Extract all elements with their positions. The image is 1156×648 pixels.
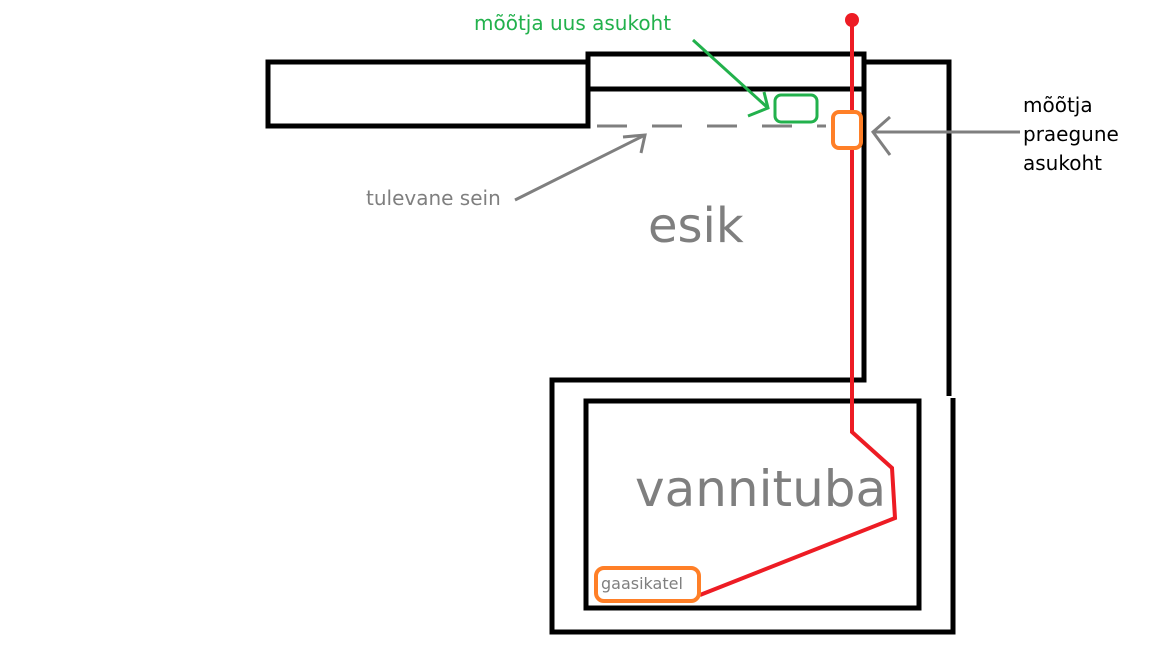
left-room-wall	[265, 59, 591, 129]
future-wall-label: tulevane sein	[366, 186, 501, 210]
new-meter-label: mõõtja uus asukoht	[474, 11, 672, 35]
current-meter-label-line: asukoht	[1023, 151, 1102, 175]
gray-arrow-wall-icon	[514, 133, 647, 202]
new-meter-location	[773, 93, 819, 124]
bathroom-label: vannituba	[635, 460, 887, 518]
walls	[265, 51, 956, 635]
hallway-label: esik	[648, 198, 744, 254]
current-meter-label-line: mõõtja	[1023, 93, 1093, 117]
gas-pipe	[699, 26, 898, 597]
gray-arrow-right-icon	[870, 115, 1020, 156]
current-meter-location	[831, 110, 863, 150]
gas-inlet-icon	[845, 13, 859, 27]
bathroom-wall	[583, 398, 922, 611]
boiler-label: gaasikatel	[601, 574, 683, 593]
right-outer-wall	[866, 59, 952, 396]
current-meter-label: mõõtja praegune asukoht	[1023, 91, 1119, 178]
hallway-wall	[549, 51, 956, 635]
boiler-box	[594, 566, 701, 603]
current-meter-label-line: praegune	[1023, 122, 1119, 146]
green-arrow-icon	[691, 38, 770, 118]
